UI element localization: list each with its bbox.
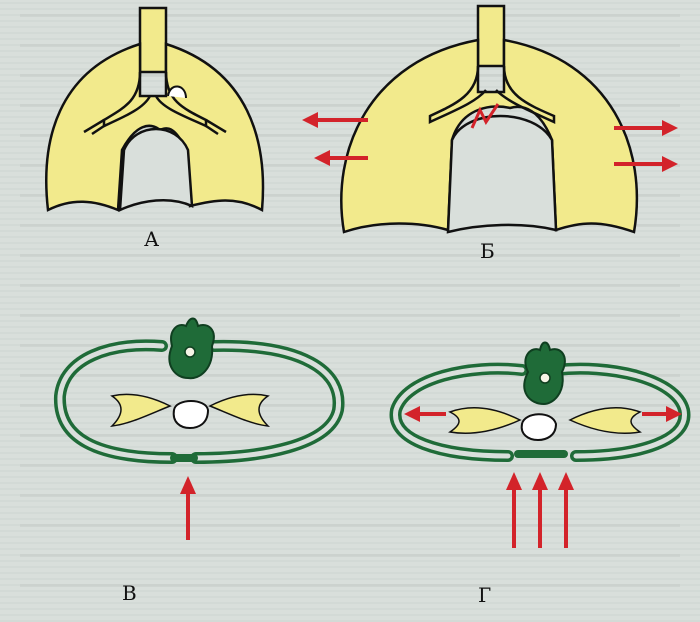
panel-g-heart: [522, 414, 556, 440]
vertebra-icon: [169, 319, 213, 379]
panel-b-heart-cavity: [448, 116, 556, 232]
vertebra-icon: [524, 343, 565, 405]
panel-b-label: Б: [480, 239, 495, 263]
panel-v-label: В: [122, 581, 137, 605]
panel-a-aortic-notch: [168, 86, 186, 98]
panel-a-trachea: [140, 8, 166, 72]
panel-a-heart-cavity: [120, 129, 192, 210]
panel-a-label: А: [144, 227, 159, 251]
panel-b-trachea: [478, 6, 504, 66]
panel-v-heart: [174, 401, 208, 428]
panel-g-label: Г: [478, 583, 491, 607]
